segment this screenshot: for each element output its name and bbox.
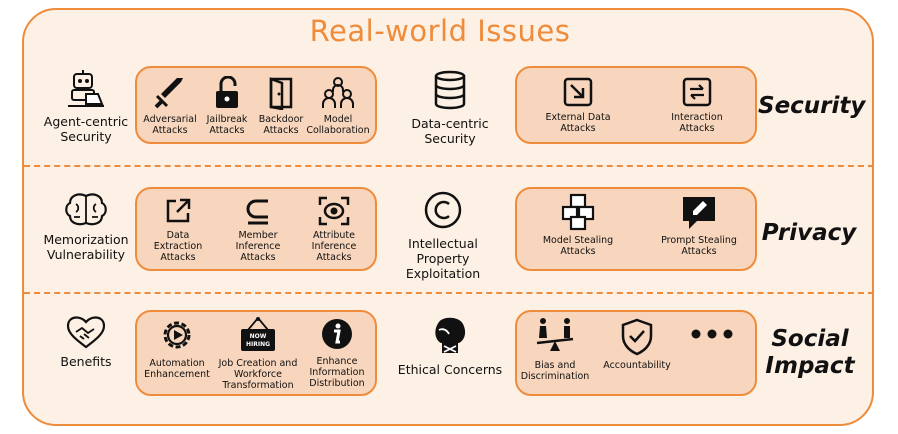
- enhance-information-distribution: Enhance Information Distribution: [304, 316, 370, 389]
- unlock-icon: [216, 76, 238, 108]
- shield-check-icon: [621, 318, 653, 356]
- row-divider: [24, 165, 874, 167]
- robot-laptop-icon: [68, 70, 104, 107]
- page-title: Real-world Issues: [309, 14, 571, 48]
- benefits: Benefits: [36, 314, 136, 369]
- subset-icon: [246, 199, 268, 225]
- intellectual-property-exploitation: Intellectual Property Exploitation: [380, 190, 506, 281]
- attribute-inference-attacks: Attribute Inference Attacks: [302, 196, 366, 263]
- door-icon: [269, 77, 293, 110]
- model-collaboration: Model Collaboration: [305, 76, 371, 136]
- external-link-icon: [166, 198, 191, 223]
- member-inference-attacks: Member Inference Attacks: [226, 196, 290, 263]
- boxing-glove-icon: [435, 317, 466, 353]
- face-scan-icon: [318, 196, 350, 226]
- memorization-vulnerability: Memorization Vulnerability: [36, 192, 136, 262]
- row-divider: [24, 292, 874, 294]
- now-hiring-sign-icon: NOW HIRING: [241, 317, 275, 351]
- accountability: Accountability: [598, 318, 676, 371]
- social-impact-label: Social Impact: [765, 326, 855, 379]
- copyright-icon: [424, 191, 462, 229]
- job-creation-and-workforce-transformation: NOW HIRING Job Creation and Workforce Tr…: [218, 316, 298, 391]
- row-label-privacy: Privacy: [761, 220, 857, 246]
- prompt-stealing-attacks: Prompt Stealing Attacks: [659, 193, 739, 257]
- chat-edit-icon: [683, 197, 715, 229]
- ellipsis-icon: [691, 329, 733, 339]
- database-icon: [434, 70, 466, 110]
- sign-text-hiring: HIRING: [246, 341, 270, 348]
- ethical-concerns: Ethical Concerns: [392, 316, 508, 377]
- data-extraction-attacks: Data Extraction Attacks: [145, 196, 211, 263]
- data-attacks-box: [515, 66, 757, 144]
- cubes-icon: [561, 193, 595, 231]
- external-data-attacks: External Data Attacks: [536, 76, 620, 134]
- import-icon: [563, 77, 593, 107]
- row-label-security: Security: [758, 93, 866, 119]
- bias-and-discrimination: Bias and Discrimination: [518, 316, 592, 382]
- jailbreak-attacks: Jailbreak Attacks: [200, 76, 254, 136]
- backdoor-attacks: Backdoor Attacks: [254, 76, 308, 136]
- sign-text-now: NOW: [250, 333, 267, 340]
- adversarial-attacks: Adversarial Attacks: [140, 76, 200, 136]
- gear-play-icon: [163, 321, 191, 349]
- row-label-social-impact: Social Impact: [758, 326, 862, 380]
- swap-icon: [682, 77, 712, 107]
- data-centric-security: Data-centric Security: [396, 70, 504, 146]
- sword-icon: [154, 78, 183, 109]
- more-items: [680, 326, 744, 346]
- model-stealing-attacks: Model Stealing Attacks: [538, 193, 618, 257]
- team-icon: [322, 77, 354, 108]
- handshake-icon: [66, 316, 106, 349]
- automation-enhancement: Automation Enhancement: [142, 316, 212, 380]
- info-icon: [322, 319, 352, 349]
- seesaw-icon: [536, 318, 574, 351]
- stealing-attacks-box: [515, 187, 757, 271]
- interaction-attacks: Interaction Attacks: [660, 76, 734, 134]
- agent-centric-security: Agent-centric Security: [36, 70, 136, 144]
- brain-icon: [65, 193, 107, 226]
